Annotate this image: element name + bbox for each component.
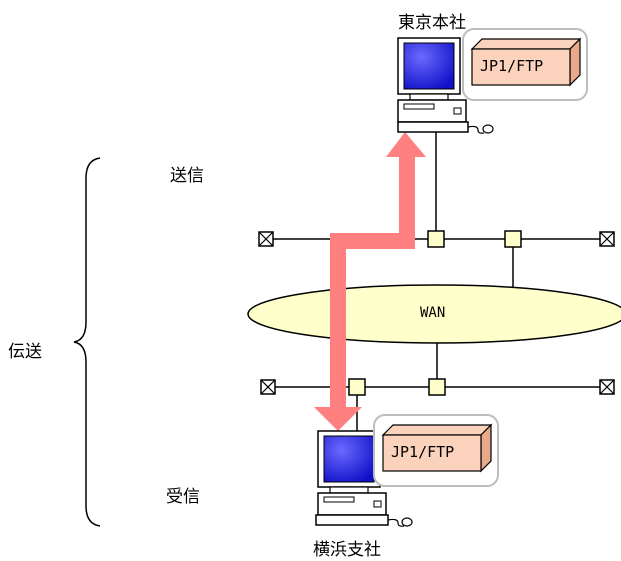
software-package-icon	[462, 28, 588, 101]
terminator-icon	[258, 231, 274, 247]
wan-label: WAN	[420, 305, 446, 321]
arrow-icon	[314, 132, 426, 431]
terminator-icon	[599, 379, 615, 395]
computer-icon	[315, 430, 413, 527]
head-office-label: 東京本社	[398, 13, 466, 33]
software-label-bottom: JP1/FTP	[391, 443, 455, 461]
terminator-icon	[599, 231, 615, 247]
brace-icon	[73, 157, 101, 527]
network-node-icon	[427, 230, 445, 248]
receive-label: 受信	[166, 487, 200, 507]
network-node-icon	[504, 230, 522, 248]
software-package-icon	[373, 414, 499, 487]
computer-icon	[397, 37, 494, 134]
transfer-label: 伝送	[8, 342, 42, 362]
network-node-icon	[428, 378, 446, 396]
branch-label: 横浜支社	[313, 540, 381, 560]
network-node-icon	[348, 378, 366, 396]
software-label-top: JP1/FTP	[480, 57, 544, 75]
terminator-icon	[260, 379, 276, 395]
upper-network-line	[266, 130, 608, 292]
send-label: 送信	[170, 166, 204, 186]
